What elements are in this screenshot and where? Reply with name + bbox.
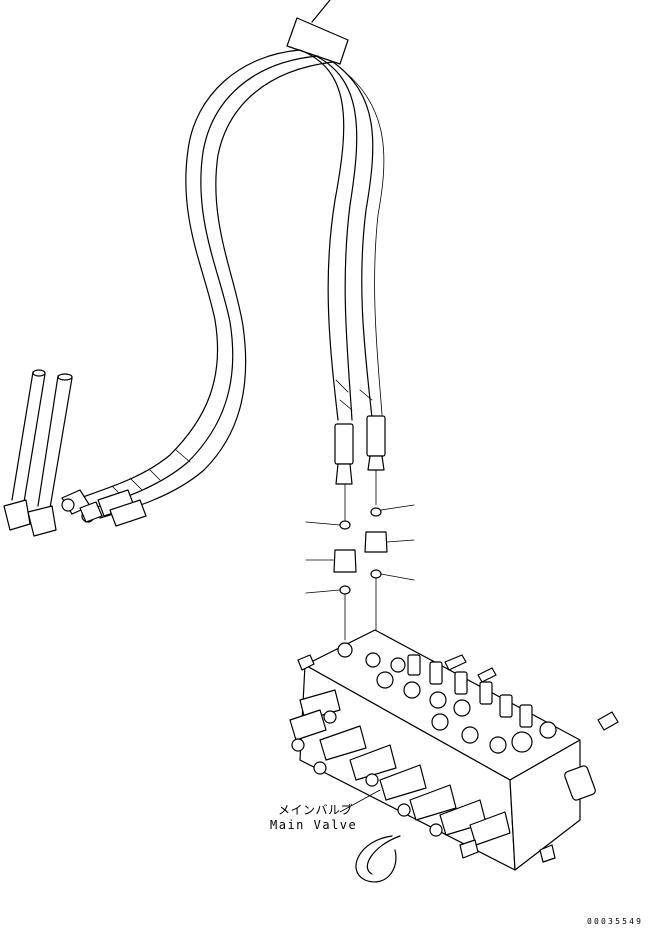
hose-assembly [74, 49, 385, 519]
hose-end-fittings [334, 415, 386, 521]
label-leader [339, 789, 381, 813]
part-name-english: Main Valve [270, 818, 358, 832]
valve-top-fittings [297, 642, 619, 754]
left-pipes [3, 369, 73, 537]
hose-clamp [286, 0, 349, 65]
valve-bottom-hose [355, 835, 397, 883]
valve-side-fittings [289, 689, 511, 846]
main-valve-body [289, 629, 619, 883]
drawing-number: 00035549 [587, 917, 644, 926]
o-rings-and-adapters [305, 504, 415, 641]
part-name-japanese: メインバルブ [278, 803, 354, 817]
left-hose-fittings [61, 489, 147, 527]
